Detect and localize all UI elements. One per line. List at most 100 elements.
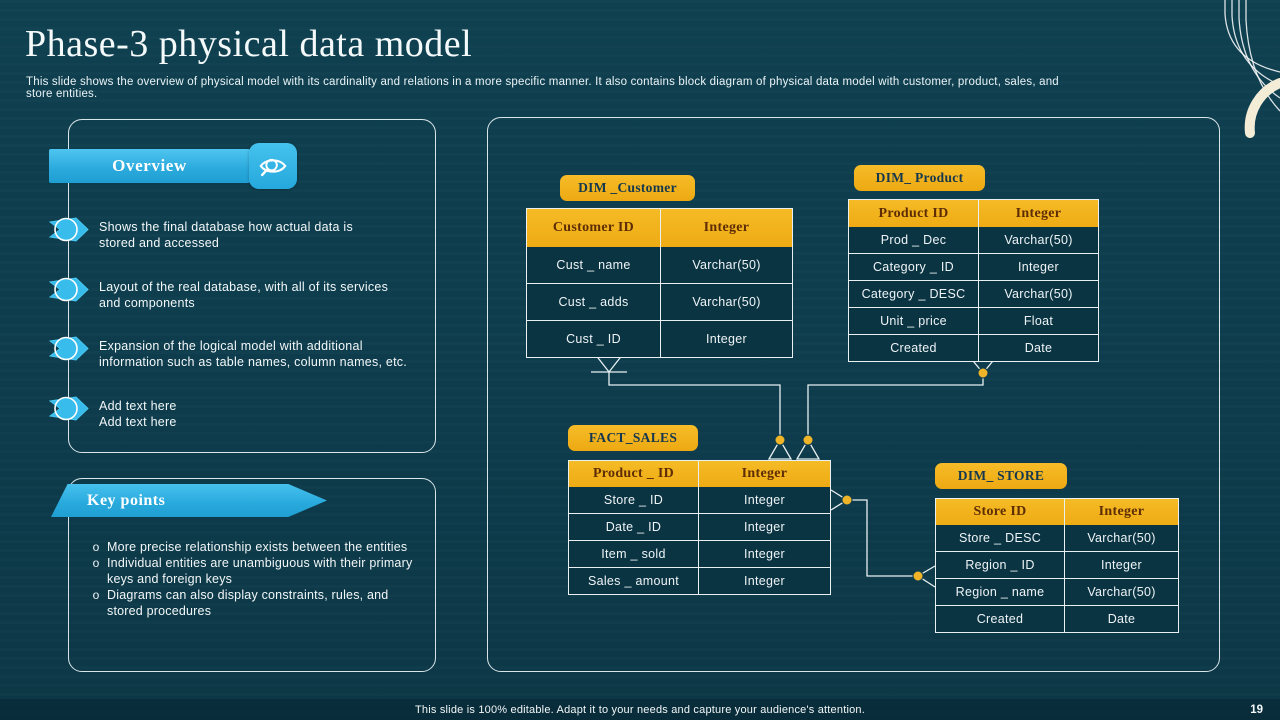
bullet-eye-icon xyxy=(49,277,89,302)
overview-bullet: Expansion of the logical model with addi… xyxy=(49,336,419,370)
overview-title: Overview xyxy=(112,156,187,175)
table-row: Created Date xyxy=(849,334,1098,361)
keypoints-title: Key points xyxy=(87,491,166,509)
bullet-marker: o xyxy=(92,588,100,602)
keypoints-banner[interactable]: Key points xyxy=(51,484,327,517)
field-name: Prod _ Dec xyxy=(880,233,947,247)
field-name: Created xyxy=(890,341,937,355)
entity-tag[interactable]: DIM_ STORE xyxy=(935,463,1067,489)
er-diagram-panel[interactable]: DIM _Customer Customer ID Integer Cust _… xyxy=(487,117,1220,672)
overview-bullet-text: Expansion of the logical model with addi… xyxy=(99,339,408,369)
keypoints-item: o More precise relationship exists betwe… xyxy=(85,539,425,555)
overview-icon-button[interactable] xyxy=(249,143,297,189)
header-cell: Customer ID xyxy=(552,220,635,235)
table-row: Cust _ name Varchar(50) xyxy=(527,247,792,283)
header-cell: Integer xyxy=(978,200,1098,227)
header-cell: Product ID xyxy=(878,205,949,221)
keypoints-list: o More precise relationship exists betwe… xyxy=(85,539,425,619)
field-type: Integer xyxy=(1064,552,1178,578)
field-name: Category _ DESC xyxy=(861,287,966,301)
bullet-eye-icon xyxy=(49,217,89,242)
table-row: Date _ ID Integer xyxy=(569,513,830,540)
field-type: Varchar(50) xyxy=(1064,579,1178,605)
table-row: Unit _ price Float xyxy=(849,307,1098,334)
field-name: Date _ ID xyxy=(605,520,662,534)
bullet-eye-icon xyxy=(49,396,89,421)
overview-bullet-text: Add text here Add text here xyxy=(99,399,177,429)
field-name: Unit _ price xyxy=(880,314,947,328)
field-name: Item _ sold xyxy=(601,547,666,561)
page-number: 19 xyxy=(1250,704,1263,716)
field-type: Integer xyxy=(978,254,1098,280)
field-type: Integer xyxy=(698,541,830,567)
field-type: Integer xyxy=(660,321,792,357)
entity-tag[interactable]: DIM _Customer xyxy=(560,175,695,201)
field-name: Store _ DESC xyxy=(958,531,1042,545)
page-subtitle: This slide shows the overview of physica… xyxy=(26,76,1059,100)
keypoints-item-text: Diagrams can also display constraints, r… xyxy=(107,588,389,618)
table-row: Store _ DESC Varchar(50) xyxy=(936,525,1178,551)
keypoints-panel[interactable]: Key points o More precise relationship e… xyxy=(51,478,436,672)
table-row: Cust _ ID Integer xyxy=(527,320,792,357)
field-type: Varchar(50) xyxy=(978,281,1098,307)
field-type: Varchar(50) xyxy=(1064,525,1178,551)
entity-tag[interactable]: DIM_ Product xyxy=(854,165,985,191)
field-name: Cust _ adds xyxy=(558,295,629,309)
table-row: Created Date xyxy=(936,605,1178,632)
table-header-row: Customer ID Integer xyxy=(527,209,792,247)
field-type: Integer xyxy=(698,568,830,594)
field-name: Region _ ID xyxy=(965,558,1035,572)
field-name: Cust _ name xyxy=(556,258,631,272)
field-type: Integer xyxy=(698,487,830,513)
overview-banner[interactable]: Overview xyxy=(49,149,250,183)
footer-note: This slide is 100% editable. Adapt it to… xyxy=(415,704,865,716)
footer-band xyxy=(0,699,1280,720)
table-row: Item _ sold Integer xyxy=(569,540,830,567)
overview-bullet-text: Shows the final database how actual data… xyxy=(99,220,353,250)
field-type: Varchar(50) xyxy=(660,284,792,320)
field-type: Date xyxy=(978,335,1098,361)
header-cell: Integer xyxy=(1064,499,1178,525)
field-type: Integer xyxy=(698,514,830,540)
field-name: Created xyxy=(976,612,1024,626)
table-row: Store _ ID Integer xyxy=(569,487,830,513)
header-cell: Integer xyxy=(698,461,830,487)
keypoints-item: o Individual entities are unambiguous wi… xyxy=(85,555,425,587)
field-type: Date xyxy=(1064,606,1178,632)
header-cell: Integer xyxy=(660,209,792,247)
overview-bullet: Add text here Add text here xyxy=(49,396,419,430)
table-header-row: Product ID Integer xyxy=(849,200,1098,227)
header-cell: Store ID xyxy=(973,504,1027,519)
bullet-eye-icon xyxy=(49,336,89,361)
field-name: Category _ ID xyxy=(872,260,955,274)
bullet-marker: o xyxy=(92,556,100,570)
entity-tag[interactable]: FACT_SALES xyxy=(568,425,698,451)
field-name: Cust _ ID xyxy=(566,332,621,346)
table-row: Prod _ Dec Varchar(50) xyxy=(849,227,1098,253)
keypoints-item: o Diagrams can also display constraints,… xyxy=(85,587,425,619)
cardinality-dot xyxy=(802,434,814,446)
overview-panel[interactable]: Overview Shows the final database how ac… xyxy=(49,119,436,453)
field-name: Sales _ amount xyxy=(587,574,680,588)
field-name: Store _ ID xyxy=(603,493,664,507)
table-row: Category _ ID Integer xyxy=(849,253,1098,280)
overview-bullet: Layout of the real database, with all of… xyxy=(49,277,419,311)
cream-arc xyxy=(1244,78,1280,138)
page-title: Phase-3 physical data model xyxy=(25,23,473,65)
cardinality-dot xyxy=(912,570,924,582)
field-name: Region _ name xyxy=(955,585,1045,599)
table-header-row: Product _ ID Integer xyxy=(569,461,830,487)
field-type: Varchar(50) xyxy=(660,247,792,283)
cardinality-dot xyxy=(977,367,989,379)
table-row: Sales _ amount Integer xyxy=(569,567,830,594)
field-type: Varchar(50) xyxy=(978,227,1098,253)
keypoints-item-text: More precise relationship exists between… xyxy=(107,540,408,554)
header-cell: Product _ ID xyxy=(592,466,675,481)
keypoints-item-text: Individual entities are unambiguous with… xyxy=(107,556,413,586)
bullet-marker: o xyxy=(92,540,100,554)
overview-bullet: Shows the final database how actual data… xyxy=(49,217,419,251)
overview-bullet-text: Layout of the real database, with all of… xyxy=(99,280,389,310)
table-row: Region _ name Varchar(50) xyxy=(936,578,1178,605)
table-row: Region _ ID Integer xyxy=(936,551,1178,578)
